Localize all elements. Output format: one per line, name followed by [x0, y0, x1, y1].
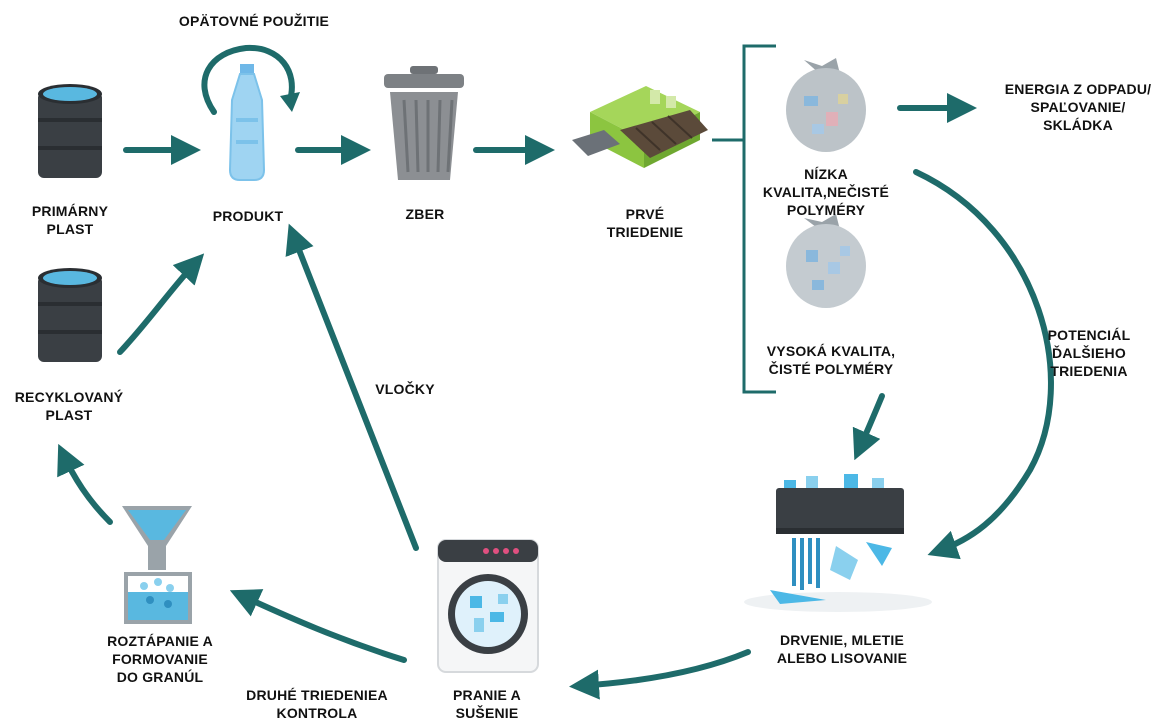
arrow-wash-to-melt	[229, 589, 407, 663]
shredder-icon	[744, 474, 932, 612]
energy-from-waste-label: ENERGIA Z ODPADU/SPAĽOVANIE/SKLÁDKA	[1004, 81, 1152, 133]
trash-bin-icon	[384, 66, 464, 180]
arrow-flakes-to-product	[285, 223, 419, 551]
melting-funnel-icon	[122, 506, 192, 624]
reuse-label: OPÄTOVNÉ POUŽITIE	[178, 13, 330, 29]
collection-label: ZBER	[405, 206, 445, 222]
oil-drum-recycled-icon	[38, 268, 102, 362]
quality-split-bracket	[712, 44, 776, 394]
flakes-label: VLOČKY	[375, 381, 435, 397]
arrow-highquality-to-shred	[852, 393, 885, 461]
product-label: PRODUKT	[212, 208, 284, 224]
arrow-recycled-to-product	[117, 253, 205, 355]
garbage-bag-high-quality-icon	[786, 214, 866, 308]
arrow-melt-to-recycled	[57, 443, 113, 525]
reuse-circular-arrow-icon	[201, 44, 300, 115]
high-quality-label: VYSOKÁ KVALITA,ČISTÉ POLYMÉRY	[766, 343, 896, 377]
washing-machine-icon	[437, 539, 539, 673]
sorting-facility-icon	[572, 86, 708, 168]
arrow-shred-to-wash	[569, 649, 751, 700]
plastic-bottle-icon	[228, 64, 266, 181]
arrow-further-sorting	[913, 169, 1054, 560]
oil-drum-primary-icon	[38, 84, 102, 178]
garbage-bag-low-quality-icon	[786, 58, 866, 152]
